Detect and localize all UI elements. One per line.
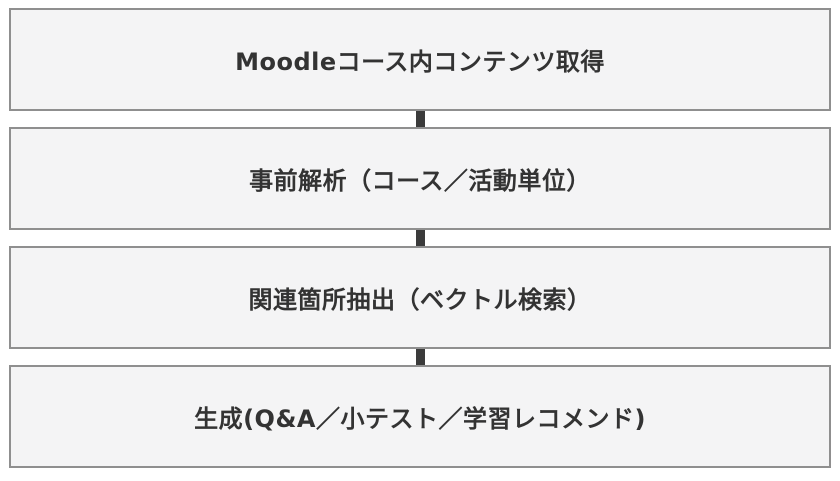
flow-step-label: 関連箇所抽出（ベクトル検索）	[248, 286, 592, 314]
flow-step-moodle-content-fetch: Moodleコース内コンテンツ取得	[9, 8, 831, 111]
flow-step-related-extraction: 関連箇所抽出（ベクトル検索）	[9, 246, 831, 349]
connector-line	[415, 230, 425, 246]
flow-step-label: 生成(Q&A／小テスト／学習レコメンド)	[194, 405, 646, 433]
flow-step-pre-analysis: 事前解析（コース／活動単位）	[9, 127, 831, 230]
process-flowchart: Moodleコース内コンテンツ取得 事前解析（コース／活動単位） 関連箇所抽出（…	[9, 8, 831, 468]
flow-step-label: Moodleコース内コンテンツ取得	[235, 48, 605, 76]
connector-line	[415, 111, 425, 127]
flow-step-generation: 生成(Q&A／小テスト／学習レコメンド)	[9, 365, 831, 468]
flow-step-label: 事前解析（コース／活動単位）	[249, 167, 591, 195]
connector-line	[415, 349, 425, 365]
